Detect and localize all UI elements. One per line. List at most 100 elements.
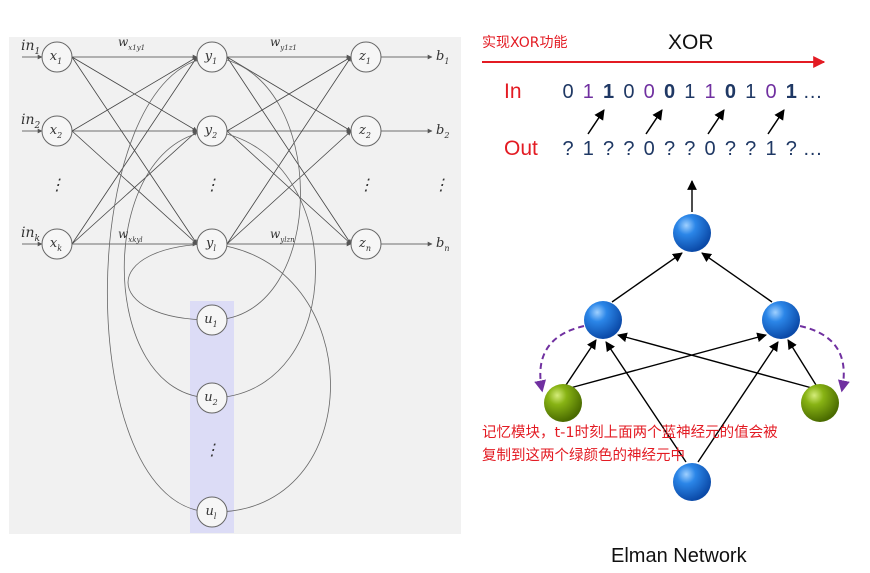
in-digit: 1 — [684, 81, 695, 103]
in-digit: 0 — [664, 81, 675, 103]
in-label: In — [504, 80, 522, 103]
y-node-2-label: yl — [205, 236, 216, 253]
u-node-1 — [196, 382, 228, 414]
input-label-1: in2 — [21, 112, 41, 131]
z-node-1 — [350, 115, 382, 147]
out-digit: ? — [745, 138, 756, 160]
out-digit: 1 — [583, 138, 594, 160]
u-node-2-label: ul — [206, 504, 217, 521]
ellipsis-3: ⋮ — [433, 175, 449, 194]
in-digit: 0 — [644, 81, 655, 103]
memory-note-line1: 记忆模块，t-1时刻上面两个蓝神经元的值会被 — [482, 424, 778, 441]
left-panel-background — [9, 37, 461, 534]
input-label-0: in1 — [21, 38, 40, 57]
in-digit: 0 — [562, 81, 573, 103]
in-digit: 1 — [705, 81, 716, 103]
in-digit: 0 — [765, 81, 776, 103]
z-node-2-label: zn — [358, 236, 371, 253]
y-node-0 — [196, 41, 228, 73]
out-trailing-ellipsis: … — [803, 138, 823, 160]
input-label-2: ink — [21, 225, 40, 244]
weight-ylzn: wylzn — [270, 227, 295, 244]
memory-note-line2: 复制到这两个绿颜色的神经元中 — [482, 446, 685, 464]
u-node-0 — [196, 304, 228, 336]
xor-pointer-arrows — [587, 109, 785, 135]
left-network-edges — [22, 54, 433, 247]
input-neuron — [673, 463, 711, 501]
in-digit: 0 — [725, 81, 736, 103]
in-trailing-ellipsis: … — [803, 81, 823, 103]
edge-x-to-y — [71, 56, 198, 245]
out-digit: ? — [623, 138, 634, 160]
x-node-1-label: x2 — [50, 123, 62, 140]
edge-y-to-z — [226, 56, 352, 245]
curve-u2-to-y2 — [124, 130, 213, 399]
in-digit: 1 — [786, 81, 797, 103]
u-node-1-label: u2 — [204, 390, 217, 407]
in-digit: 0 — [623, 81, 634, 103]
ellipsis-1: ⋮ — [204, 175, 220, 194]
weight-y1z1: wy1z1 — [270, 35, 297, 52]
out-digit: ? — [562, 138, 573, 160]
in-digit: 1 — [583, 81, 594, 103]
memory-column-highlight — [190, 301, 234, 533]
x-node-0 — [41, 41, 73, 73]
y-node-0-label: y1 — [204, 49, 217, 66]
u-node-2 — [196, 496, 228, 528]
left-network-nodes: x1 y1 z1 x2 y2 z2 xk yl zn u1 u2 ul — [41, 41, 382, 528]
ellipsis-0: ⋮ — [49, 175, 65, 194]
out-digit: 1 — [765, 138, 776, 160]
elman-edges — [565, 180, 817, 463]
out-digit: 0 — [705, 138, 716, 160]
hidden-neuron-right — [762, 301, 800, 339]
caption: Elman Network — [611, 545, 748, 567]
output-neuron — [673, 214, 711, 252]
curve-y1-to-u1 — [211, 56, 301, 321]
edge-y-to-z — [226, 130, 352, 245]
context-neuron-right — [801, 384, 839, 422]
z-node-1-label: z2 — [358, 123, 371, 140]
edge-x-to-y — [71, 130, 198, 245]
weight-xkyl: wxkyl — [118, 227, 143, 244]
edge-x-to-y — [71, 56, 198, 132]
out-digit: ? — [725, 138, 736, 160]
output-label-1: b2 — [436, 123, 449, 140]
x-node-2 — [41, 228, 73, 260]
memory-copy-arrows — [534, 325, 850, 393]
ellipsis-2: ⋮ — [358, 175, 374, 194]
z-node-0-label: z1 — [358, 49, 371, 66]
ellipsis-4: ⋮ — [204, 440, 220, 459]
curve-y2-to-u2 — [211, 130, 316, 399]
output-sequence: ? 1?? 0?? 0?? 1? … — [562, 138, 822, 160]
in-digit: 1 — [745, 81, 756, 103]
y-node-1 — [196, 115, 228, 147]
out-digit: ? — [684, 138, 695, 160]
z-node-2 — [350, 228, 382, 260]
out-label: Out — [504, 137, 538, 160]
xor-label: XOR — [668, 31, 714, 54]
z-node-0 — [350, 41, 382, 73]
hidden-neuron-left — [584, 301, 622, 339]
out-digit: ? — [603, 138, 614, 160]
weight-x1y1: wx1y1 — [118, 35, 145, 52]
out-digit: ? — [786, 138, 797, 160]
curve-u1-to-yl — [127, 243, 213, 321]
output-label-0: b1 — [436, 49, 449, 66]
x-node-1 — [41, 115, 73, 147]
context-neuron-left — [544, 384, 582, 422]
x-node-2-label: xk — [50, 236, 62, 253]
output-label-2: bn — [436, 236, 449, 253]
in-digit: 1 — [603, 81, 614, 103]
y-node-2 — [196, 228, 228, 260]
out-digit: 0 — [644, 138, 655, 160]
edge-y-to-z — [226, 56, 352, 132]
task-label: 实现XOR功能 — [482, 35, 567, 51]
out-digit: ? — [664, 138, 675, 160]
x-node-0-label: x1 — [50, 49, 62, 66]
u-node-0-label: u1 — [204, 312, 217, 329]
curve-ul-to-y1 — [107, 56, 213, 513]
y-node-1-label: y2 — [204, 123, 217, 140]
